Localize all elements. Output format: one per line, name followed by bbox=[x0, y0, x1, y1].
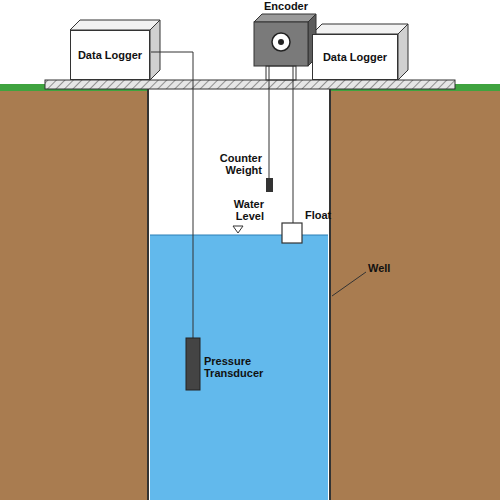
float-label: Float bbox=[305, 209, 345, 221]
counter-weight-label: Counter Weight bbox=[200, 152, 262, 176]
counter-weight bbox=[266, 178, 273, 192]
well-label: Well bbox=[368, 262, 408, 274]
water bbox=[150, 235, 328, 500]
water-level-label: Water Level bbox=[204, 198, 264, 222]
leader-line bbox=[332, 272, 366, 296]
well-bore bbox=[148, 88, 330, 500]
encoder-mount bbox=[266, 66, 296, 80]
float-wire bbox=[269, 66, 270, 180]
encoder-unit: Encoder bbox=[250, 0, 322, 21]
node-text: Data Logger bbox=[78, 49, 142, 62]
encoder-hub bbox=[278, 39, 284, 45]
platform bbox=[45, 80, 455, 89]
float bbox=[282, 223, 302, 243]
encoder-top bbox=[254, 14, 316, 22]
logger-side bbox=[398, 24, 408, 80]
well-wall bbox=[147, 88, 149, 500]
pressure-transducer-label: Pressure Transducer bbox=[204, 355, 284, 379]
encoder-pulley bbox=[272, 33, 290, 51]
ground bbox=[0, 88, 500, 500]
encoder-body bbox=[254, 22, 308, 66]
data-logger-box: Data Logger bbox=[70, 30, 150, 80]
well-wall bbox=[329, 88, 331, 500]
water-level-symbol bbox=[233, 226, 243, 233]
transducer-cable bbox=[151, 52, 193, 340]
node-text: Encoder bbox=[250, 0, 322, 13]
logger-side bbox=[150, 20, 160, 80]
node-text: Data Logger bbox=[323, 51, 387, 64]
pressure-transducer bbox=[186, 338, 200, 390]
data-logger-box: Data Logger bbox=[312, 34, 398, 80]
logger-top bbox=[312, 24, 408, 34]
logger-top bbox=[70, 20, 160, 30]
float-wire bbox=[293, 66, 294, 223]
